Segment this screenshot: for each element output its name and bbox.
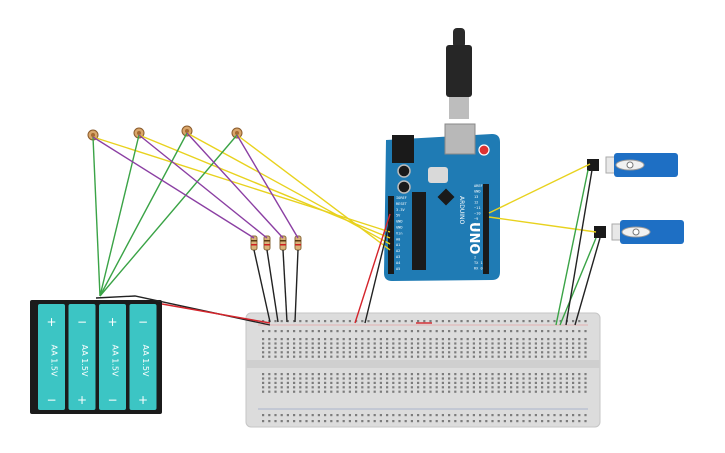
atmega-chip [412, 192, 426, 270]
header-right [483, 184, 489, 274]
plus-sign: + [107, 315, 117, 329]
breadboard-holes [262, 320, 587, 423]
pin-label: 7 [474, 228, 476, 232]
pin-label: A4 [396, 261, 400, 265]
pin-label: 13 [474, 195, 478, 199]
breadboard-center-channel [246, 360, 600, 368]
pin-label: AREF [474, 184, 483, 188]
pin-label: IOREF [396, 196, 407, 200]
wire [99, 132, 188, 297]
wire [565, 169, 593, 326]
usb-chip [437, 188, 455, 206]
breadboard[interactable] [245, 312, 601, 428]
pin-label: 4 [474, 245, 476, 249]
pin-label: RESET [396, 202, 408, 206]
pin-label: ~6 [474, 234, 478, 238]
brand-label: ARDUINO [458, 196, 465, 225]
wire [488, 163, 591, 214]
wire [364, 219, 391, 324]
plus-sign: + [77, 393, 87, 407]
pin-label: ~10 [474, 212, 481, 216]
servo-top[interactable] [587, 153, 678, 177]
servo-connector [594, 226, 606, 238]
photoresistor[interactable] [231, 127, 243, 139]
battery-cell: AA 1.5V + − [38, 304, 65, 410]
pin-label: RX 0 [474, 267, 483, 271]
arduino-board[interactable]: IOREFRESET3.3V5VGNDGNDVinA0A1A2A3A4A5ARE… [384, 28, 500, 281]
servo-bottom[interactable] [594, 220, 684, 244]
battery-cell-label: AA 1.5V [50, 345, 59, 377]
battery-cell-label: AA 1.5V [80, 345, 89, 377]
wire [559, 237, 597, 326]
battery-pack[interactable]: AA 1.5V + − AA 1.5V − + AA 1.5V + − AA 1.5V − + [30, 300, 162, 414]
plus-sign: + [138, 393, 148, 407]
pin-label: A1 [396, 243, 400, 247]
plus-sign: + [46, 315, 56, 329]
pin-label: GND [396, 220, 403, 224]
pin-label: ~5 [474, 239, 478, 243]
battery-cell-label: AA 1.5V [141, 345, 150, 377]
reset-button[interactable] [478, 144, 490, 156]
wire [282, 249, 288, 323]
power-jack [392, 135, 414, 163]
wire [92, 136, 101, 297]
resistor[interactable] [279, 235, 287, 251]
wire [574, 237, 601, 326]
wires [92, 132, 601, 326]
wire [266, 249, 279, 323]
minus-sign: − [138, 315, 148, 329]
wire [488, 216, 597, 233]
battery-cell: AA 1.5V − + [68, 304, 96, 410]
pin-label: Vin [396, 231, 403, 235]
pin-label: TX 1 [474, 261, 483, 265]
pin-label: 5V [396, 214, 401, 218]
pin-label: A5 [396, 267, 400, 271]
battery-cell: AA 1.5V − + [129, 304, 157, 410]
wire [294, 249, 299, 323]
model-label: UNO [466, 222, 481, 255]
wire [236, 134, 391, 251]
crystal [428, 167, 448, 183]
wire [138, 134, 268, 239]
pin-label: ~11 [474, 206, 481, 210]
resistor[interactable] [250, 235, 258, 251]
wire [186, 132, 284, 239]
usb-cable [453, 28, 465, 48]
minus-sign: − [107, 393, 117, 407]
pin-label: 8 [474, 223, 476, 227]
battery-cell: AA 1.5V + − [99, 304, 126, 410]
wire [236, 134, 299, 239]
pin-label: ~3 [474, 250, 478, 254]
usb-plug-metal [449, 97, 469, 119]
minus-sign: − [77, 315, 87, 329]
battery-cell-label: AA 1.5V [111, 345, 120, 377]
header-left [388, 196, 394, 274]
pin-label: 12 [474, 201, 478, 205]
minus-sign: − [46, 393, 56, 407]
wire [253, 249, 271, 323]
pin-label: 3.3V [396, 208, 405, 212]
wire [99, 134, 140, 297]
pin-label: GND [474, 190, 481, 194]
wire [92, 136, 255, 239]
wire [555, 169, 589, 326]
capacitor [397, 164, 411, 178]
usb-plug [446, 45, 472, 97]
pin-label: A3 [396, 255, 400, 259]
pin-label: 2 [474, 256, 476, 260]
resistor[interactable] [263, 235, 271, 251]
pin-label: GND [396, 226, 403, 230]
wire [186, 132, 391, 245]
photoresistor[interactable] [181, 125, 193, 137]
pin-label: A0 [396, 237, 400, 241]
usb-port [444, 123, 476, 155]
servo-connector [587, 159, 599, 171]
resistor[interactable] [294, 235, 302, 251]
wire [161, 303, 271, 324]
pin-label: ~9 [474, 217, 478, 221]
capacitor [397, 180, 411, 194]
wire [354, 213, 391, 324]
pin-label: A2 [396, 249, 400, 253]
